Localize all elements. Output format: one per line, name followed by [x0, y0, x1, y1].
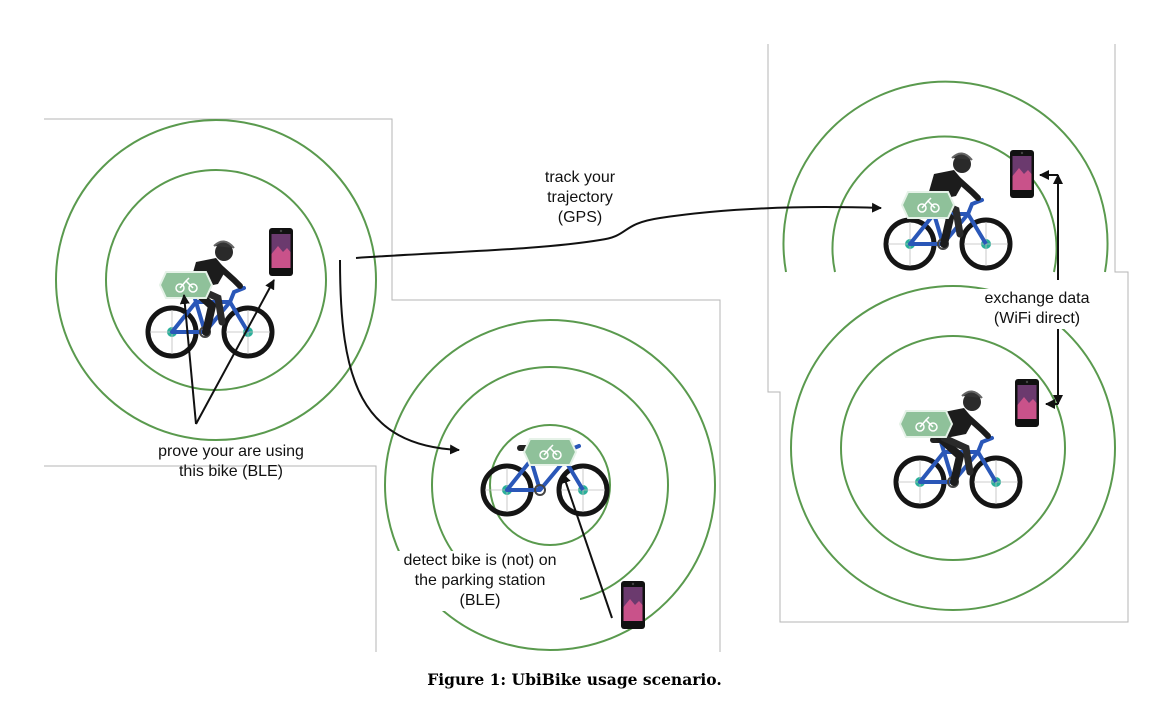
ble-range-ring — [489, 424, 611, 546]
figure-caption: Figure 1: UbiBike usage scenario. — [427, 670, 722, 689]
smartphone-icon — [1015, 379, 1039, 427]
rider-scene-right-top — [782, 80, 1109, 273]
detect-bike-arrow — [339, 259, 460, 455]
cyclist-icon — [896, 391, 1020, 506]
ble-range-ring — [105, 169, 327, 391]
ble-range-ring — [790, 285, 1116, 611]
ble-beacon-icon — [159, 271, 213, 299]
ble-beacon-icon — [899, 410, 953, 438]
smartphone-icon — [1010, 150, 1034, 198]
label-exchange-data: exchange data(WiFi direct) — [972, 289, 1102, 329]
parked-bike-scene — [384, 319, 716, 651]
ble-range-ring — [55, 119, 377, 441]
gps-trajectory-arrow — [355, 202, 882, 259]
ble-range-ring — [384, 319, 716, 651]
scene-panel-borders — [44, 44, 1129, 652]
rider-scene-right-bottom — [790, 285, 1116, 611]
ble-range-ring — [840, 335, 1066, 561]
smartphone-icon — [269, 228, 293, 276]
ble-beacon-icon — [901, 191, 955, 219]
ble-beacon-icon — [523, 438, 577, 466]
smartphone-icon — [621, 581, 645, 629]
rider-scene-left — [55, 119, 377, 441]
